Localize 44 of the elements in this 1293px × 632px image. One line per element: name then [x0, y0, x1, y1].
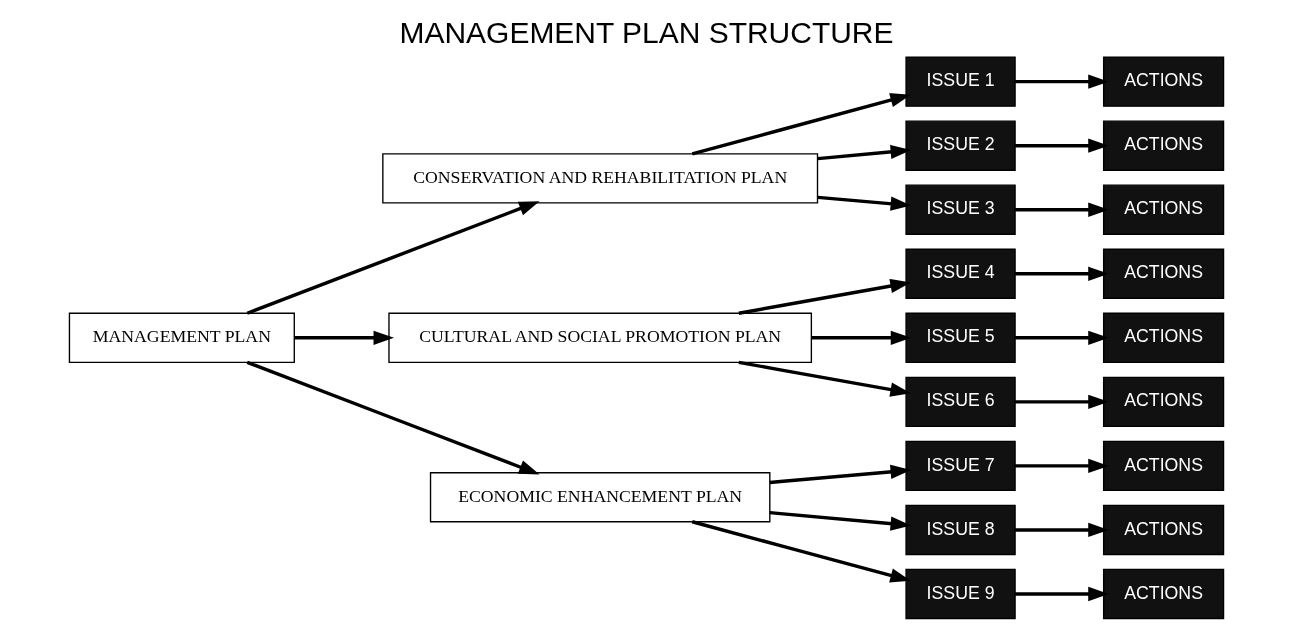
- node-box: ISSUE 3: [905, 184, 1016, 235]
- arrow: [817, 195, 912, 211]
- node-box: ACTIONS: [1102, 248, 1225, 299]
- node-box: ISSUE 2: [905, 120, 1016, 171]
- arrow: [294, 330, 394, 345]
- node-box: ACTIONS: [1102, 376, 1225, 428]
- node-box: ISSUE 4: [905, 248, 1016, 299]
- node-box: ISSUE 7: [905, 440, 1016, 492]
- node-box: CULTURAL AND SOCIAL PROMOTION PLAN: [388, 312, 813, 363]
- arrow: [691, 520, 911, 583]
- arrow: [769, 510, 912, 531]
- arrow: [738, 278, 911, 315]
- arrow: [1015, 202, 1109, 217]
- node-box: ACTIONS: [1102, 120, 1225, 171]
- arrow: [1015, 586, 1109, 602]
- node-box: ACTIONS: [1102, 184, 1225, 235]
- arrow: [769, 464, 912, 485]
- node-box: ECONOMIC ENHANCEMENT PLAN: [429, 472, 771, 523]
- node-box: ACTIONS: [1102, 568, 1225, 620]
- node-box: ISSUE 6: [905, 376, 1016, 428]
- node-box: ACTIONS: [1102, 312, 1225, 363]
- node-box: ISSUE 8: [905, 504, 1016, 556]
- node-box: ISSUE 1: [905, 56, 1016, 107]
- node-box: CONSERVATION AND REHABILITATION PLAN: [382, 153, 819, 204]
- arrow: [691, 93, 911, 156]
- node-box: ACTIONS: [1102, 440, 1225, 492]
- node-box: ISSUE 9: [905, 568, 1016, 620]
- arrow: [1015, 394, 1109, 409]
- arrow: [1015, 330, 1109, 345]
- arrow: [811, 330, 912, 345]
- node-box: ACTIONS: [1102, 56, 1225, 107]
- arrow: [1015, 522, 1109, 538]
- arrow: [738, 360, 911, 397]
- arrow: [1015, 74, 1109, 89]
- diagram-title: MANAGEMENT PLAN STRUCTURE: [399, 15, 894, 49]
- arrow: [246, 360, 540, 475]
- arrow: [1015, 138, 1109, 153]
- arrow: [246, 201, 540, 315]
- node-box: MANAGEMENT PLAN: [68, 312, 295, 363]
- node-box: ACTIONS: [1102, 504, 1225, 556]
- arrow: [1015, 266, 1109, 281]
- arrow: [1015, 458, 1109, 474]
- arrow: [817, 144, 912, 161]
- node-box: ISSUE 5: [905, 312, 1016, 363]
